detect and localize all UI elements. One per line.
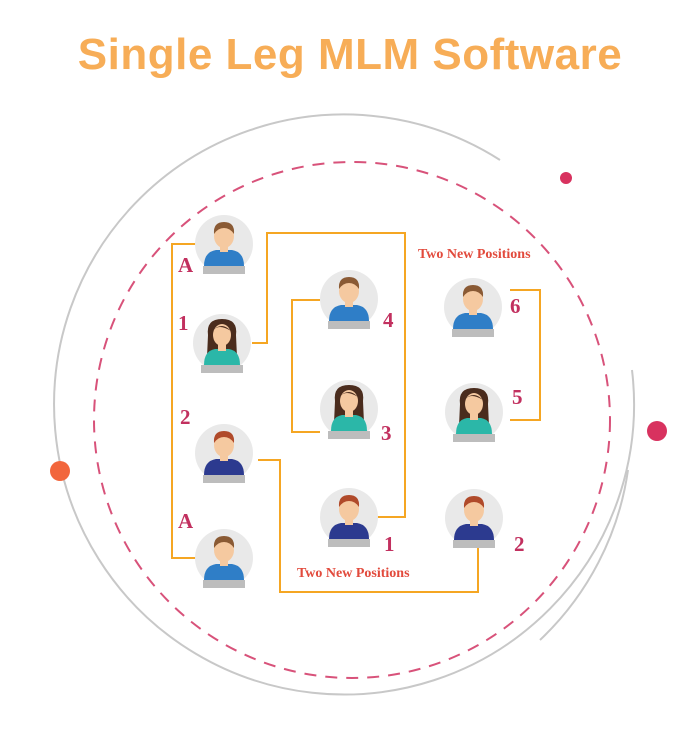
label-left-1: 1 (178, 311, 189, 335)
label-left-2: 2 (180, 405, 191, 429)
avatar-left-1 (195, 215, 253, 274)
avatar-left-3 (195, 424, 253, 483)
label-right-5: 5 (512, 385, 523, 409)
label-right-6: 6 (510, 294, 521, 318)
label-right-2: 2 (514, 532, 525, 556)
dashed-circle (93, 161, 611, 679)
pink-dot-right (647, 421, 667, 441)
pink-dot-top (560, 172, 572, 184)
avatar-right-2 (445, 383, 503, 442)
label-left-a-top: A (178, 253, 194, 277)
positions-text-top: Two New Positions (418, 247, 531, 262)
label-middle-1: 1 (384, 532, 395, 556)
outer-gray-arc (53, 113, 635, 696)
avatar-middle-2 (320, 380, 378, 439)
avatar-right-3 (445, 489, 503, 548)
outer-gray-arc-right (539, 469, 629, 641)
avatar-left-2 (193, 314, 251, 373)
avatar-left-4 (195, 529, 253, 588)
label-left-a-bottom: A (178, 509, 194, 533)
positions-text-bottom: Two New Positions (297, 566, 410, 581)
avatar-right-1 (444, 278, 502, 337)
orange-dot-left (50, 461, 70, 481)
avatar-middle-3 (320, 488, 378, 547)
label-middle-4: 4 (383, 308, 394, 332)
connector-lines (171, 232, 541, 593)
label-middle-3: 3 (381, 421, 392, 445)
avatar-middle-1 (320, 270, 378, 329)
page-title: Single Leg MLM Software (77, 30, 623, 79)
